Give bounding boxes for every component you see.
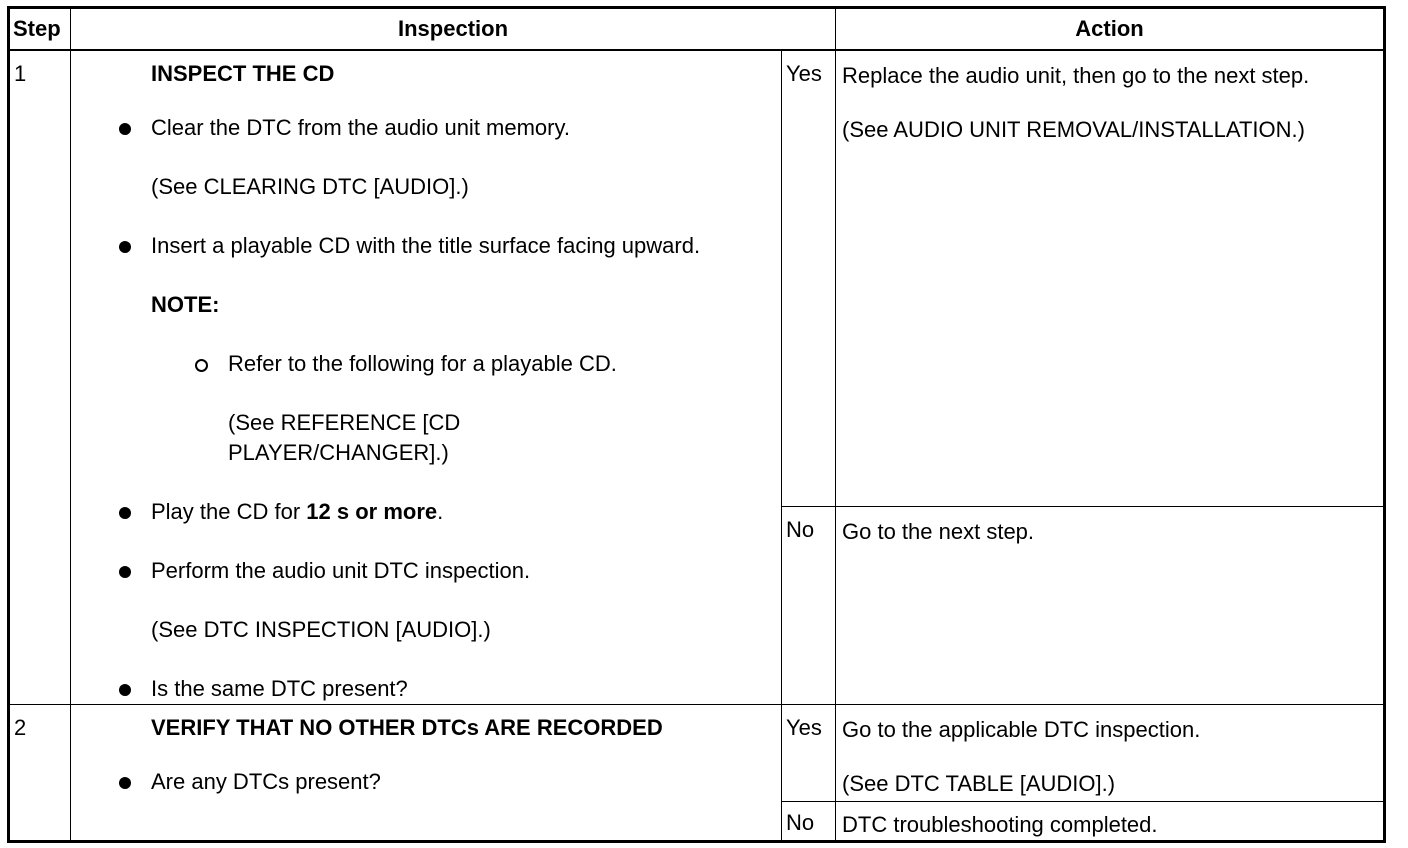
inspection-heading: INSPECT THE CD [151, 61, 335, 86]
no-action-cell: Go to the next step. [835, 505, 1386, 706]
step-number: 2 [8, 704, 71, 842]
step-2-no-row: No DTC troubleshooting completed. [9, 801, 1386, 842]
inspection-bullet: Perform the audio unit DTC inspection. [119, 556, 781, 586]
note-sub-bullet: Refer to the following for a playable CD… [195, 349, 781, 379]
inspection-bullet: Insert a playable CD with the title surf… [119, 231, 711, 261]
bullet-text: Play the CD for [151, 499, 307, 524]
troubleshooting-table: Step Inspection Action 1 INSPECT THE CD … [7, 6, 1387, 843]
action-text: Replace the audio unit, then go to the n… [842, 63, 1310, 88]
reference-link: (See CLEARING DTC [AUDIO].) [151, 174, 469, 199]
reference-link: (See DTC INSPECTION [AUDIO].) [151, 617, 491, 642]
no-label: No [780, 505, 837, 706]
inspection-question: Is the same DTC present? [119, 674, 781, 704]
action-text: Go to the applicable DTC inspection. [842, 717, 1201, 742]
header-row: Step Inspection Action [8, 7, 1386, 51]
action-header: Action [835, 7, 1386, 51]
step-1-no-row: No Go to the next step. [9, 505, 1386, 706]
inspection-header: Inspection [69, 7, 837, 51]
inspection-cell: INSPECT THE CD Clear the DTC from the au… [70, 49, 782, 705]
no-action-cell: DTC troubleshooting completed. [835, 801, 1386, 842]
yes-label: Yes [780, 49, 837, 507]
action-text: DTC troubleshooting completed. [842, 812, 1158, 837]
inspection-bullet: Clear the DTC from the audio unit memory… [119, 113, 781, 143]
action-reference: (See DTC TABLE [AUDIO].) [842, 771, 1116, 796]
yes-action-cell: Go to the applicable DTC inspection. (Se… [835, 704, 1386, 802]
no-label: No [780, 801, 837, 842]
action-text: Go to the next step. [842, 518, 1035, 544]
bullet-text-end: . [437, 499, 444, 524]
step-number: 1 [8, 49, 71, 705]
step-header: Step [8, 7, 71, 51]
yes-action-cell: Replace the audio unit, then go to the n… [835, 49, 1386, 507]
inspection-heading: VERIFY THAT NO OTHER DTCs ARE RECORDED [151, 715, 663, 740]
inspection-cell: VERIFY THAT NO OTHER DTCs ARE RECORDED A… [70, 704, 782, 842]
yes-label: Yes [780, 704, 837, 802]
step-2-yes-row: 2 VERIFY THAT NO OTHER DTCs ARE RECORDED… [8, 704, 1386, 842]
inspection-bullet: Play the CD for 12 s or more. [119, 497, 781, 527]
note-label: NOTE: [151, 292, 220, 317]
step-1-yes-row: 1 INSPECT THE CD Clear the DTC from the … [8, 49, 1386, 705]
reference-link: (See REFERENCE [CD PLAYER/CHANGER].) [228, 410, 461, 465]
action-reference: (See AUDIO UNIT REMOVAL/INSTALLATION.) [842, 117, 1305, 142]
inspection-question: Are any DTCs present? [119, 767, 781, 797]
bullet-emphasis: 12 s or more [306, 499, 438, 524]
